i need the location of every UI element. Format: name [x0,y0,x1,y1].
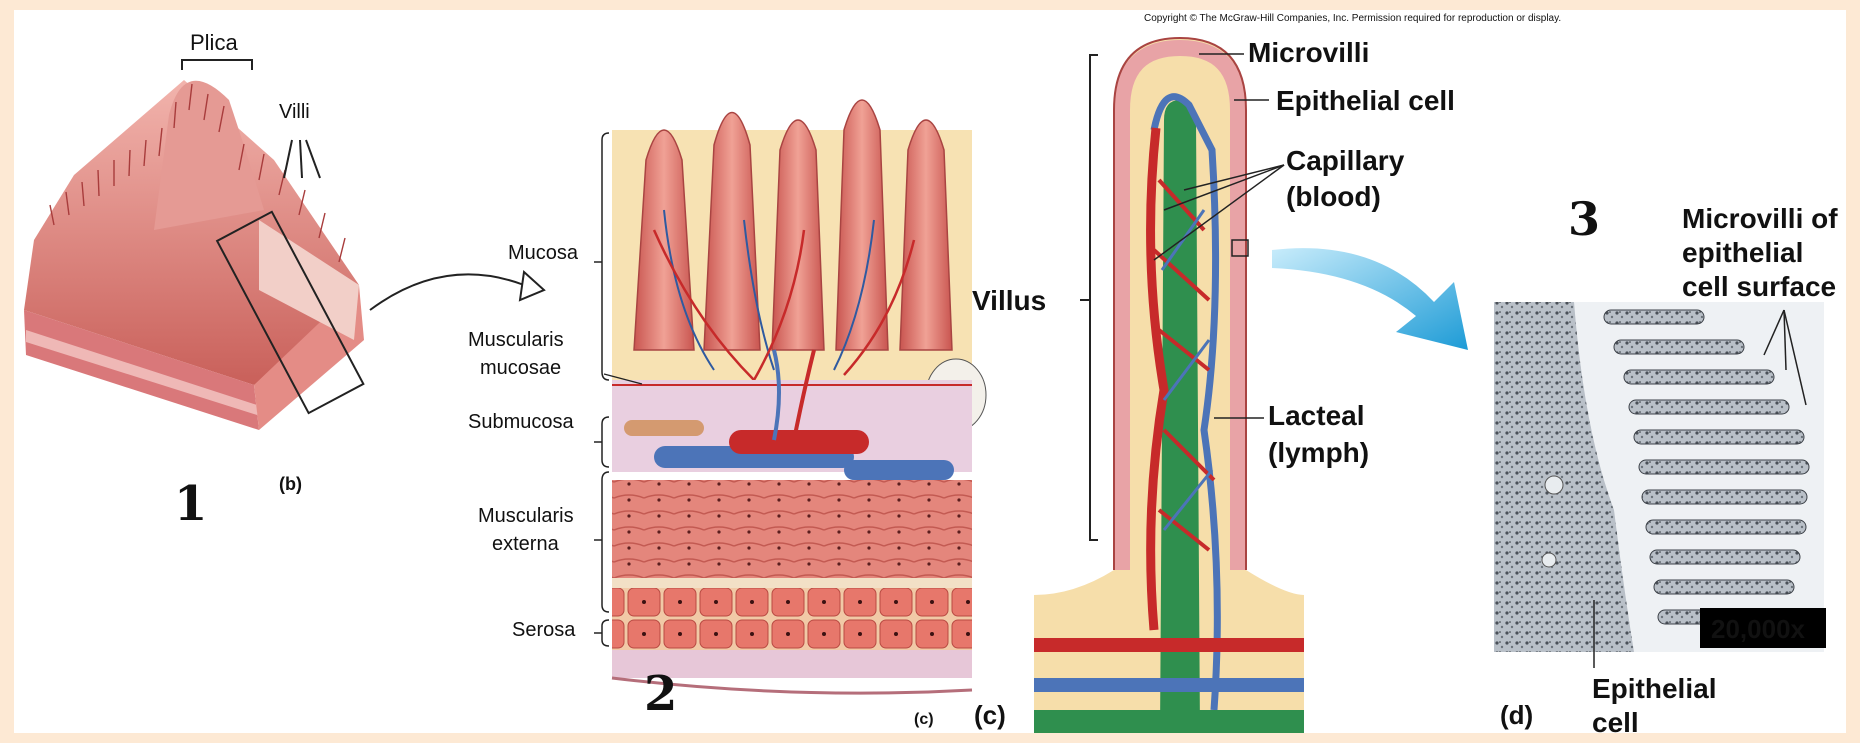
panel-c-label: (c) [974,700,1006,730]
histology-figure: Plica Villi (b) 1 [14,10,1846,733]
epithelial-cell-em-label-2: cell [1592,707,1639,733]
lacteal-label-2: (lymph) [1268,437,1369,468]
panel-c-small-label: (c) [914,711,934,728]
epithelial-cell-em-label-1: Epithelial [1592,673,1716,704]
microvilli-surface-label-1: Microvilli of [1682,203,1838,234]
intestinal-wall-illustration [594,100,986,693]
muscularis-mucosae-label-2: mucosae [480,357,561,379]
panel-number-2: 2 [644,666,677,722]
muscularis-externa-label-1: Muscularis [478,505,574,527]
muscularis-externa-label-2: externa [492,533,560,555]
epithelial-cell-label: Epithelial cell [1276,85,1455,116]
submucosa-label: Submucosa [468,411,574,433]
magnification-arrow [1272,248,1468,350]
lacteal-label-1: Lacteal [1268,400,1365,431]
villus-label: Villus [972,285,1046,316]
panel-b-label: (b) [279,474,302,494]
microvilli-surface-label-3: cell surface [1682,271,1836,302]
copyright-notice: Copyright © The McGraw-Hill Companies, I… [1144,13,1561,24]
panel-number-1: 1 [174,476,207,532]
panel-d-label: (d) [1500,700,1533,730]
microvilli-surface-label-2: epithelial [1682,237,1803,268]
villus-illustration [1034,38,1304,733]
magnification-label: 20,000x [1711,614,1806,644]
capillary-label-2: (blood) [1286,181,1381,212]
mucosa-label: Mucosa [508,242,579,264]
capillary-label-1: Capillary [1286,145,1405,176]
microvilli-label: Microvilli [1248,37,1369,68]
muscularis-mucosae-label-1: Muscularis [468,329,564,351]
figure-panel: Plica Villi (b) 1 [14,10,1846,733]
serosa-label: Serosa [512,619,576,641]
plica-label: Plica [190,30,238,55]
panel-number-3: 3 [1568,192,1600,246]
villi-label: Villi [279,101,310,123]
